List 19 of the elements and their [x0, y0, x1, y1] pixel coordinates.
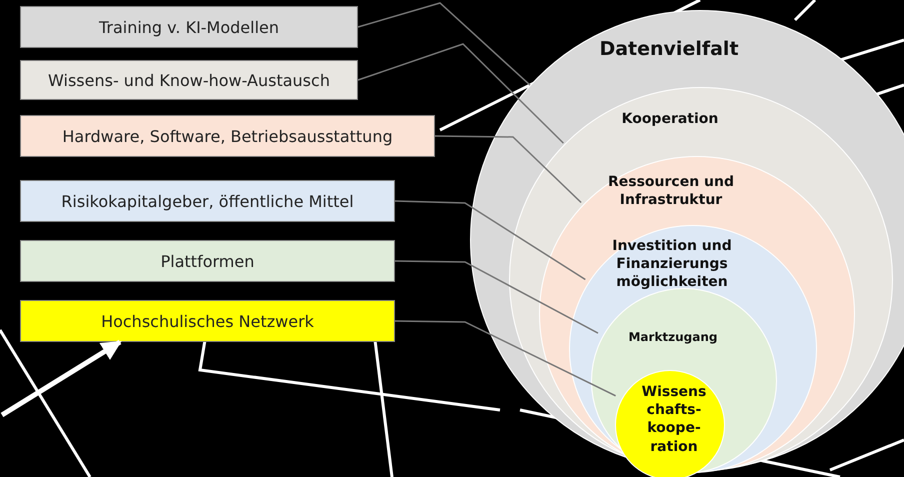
leader-line — [394, 320, 616, 396]
leader-line — [358, 43, 564, 144]
leader-line — [358, 2, 530, 86]
circle-label: Investition und Finanzierungs möglichkeiten — [611, 237, 733, 292]
circle-label: Ressourcen und Infrastruktur — [606, 173, 736, 210]
category-box: Plattformen — [20, 240, 395, 282]
arrow — [0, 340, 122, 418]
leader-line — [394, 200, 586, 280]
circle-label: Datenvielfalt — [598, 37, 740, 62]
category-box: Hochschulisches Netzwerk — [20, 300, 395, 342]
category-box: Training v. KI-Modellen — [20, 6, 358, 48]
category-box: Hardware, Software, Betriebsausstattung — [20, 115, 435, 157]
circle-label: Marktzugang — [627, 330, 719, 346]
category-box: Wissens- und Know-how-Austausch — [20, 60, 358, 100]
category-box: Risikokapitalgeber, öffentliche Mittel — [20, 180, 395, 222]
leader-line — [394, 260, 598, 334]
circle-label: Wissens chafts- koope- ration — [640, 383, 708, 456]
leader-line — [434, 135, 582, 204]
circle-label: Kooperation — [620, 110, 720, 128]
